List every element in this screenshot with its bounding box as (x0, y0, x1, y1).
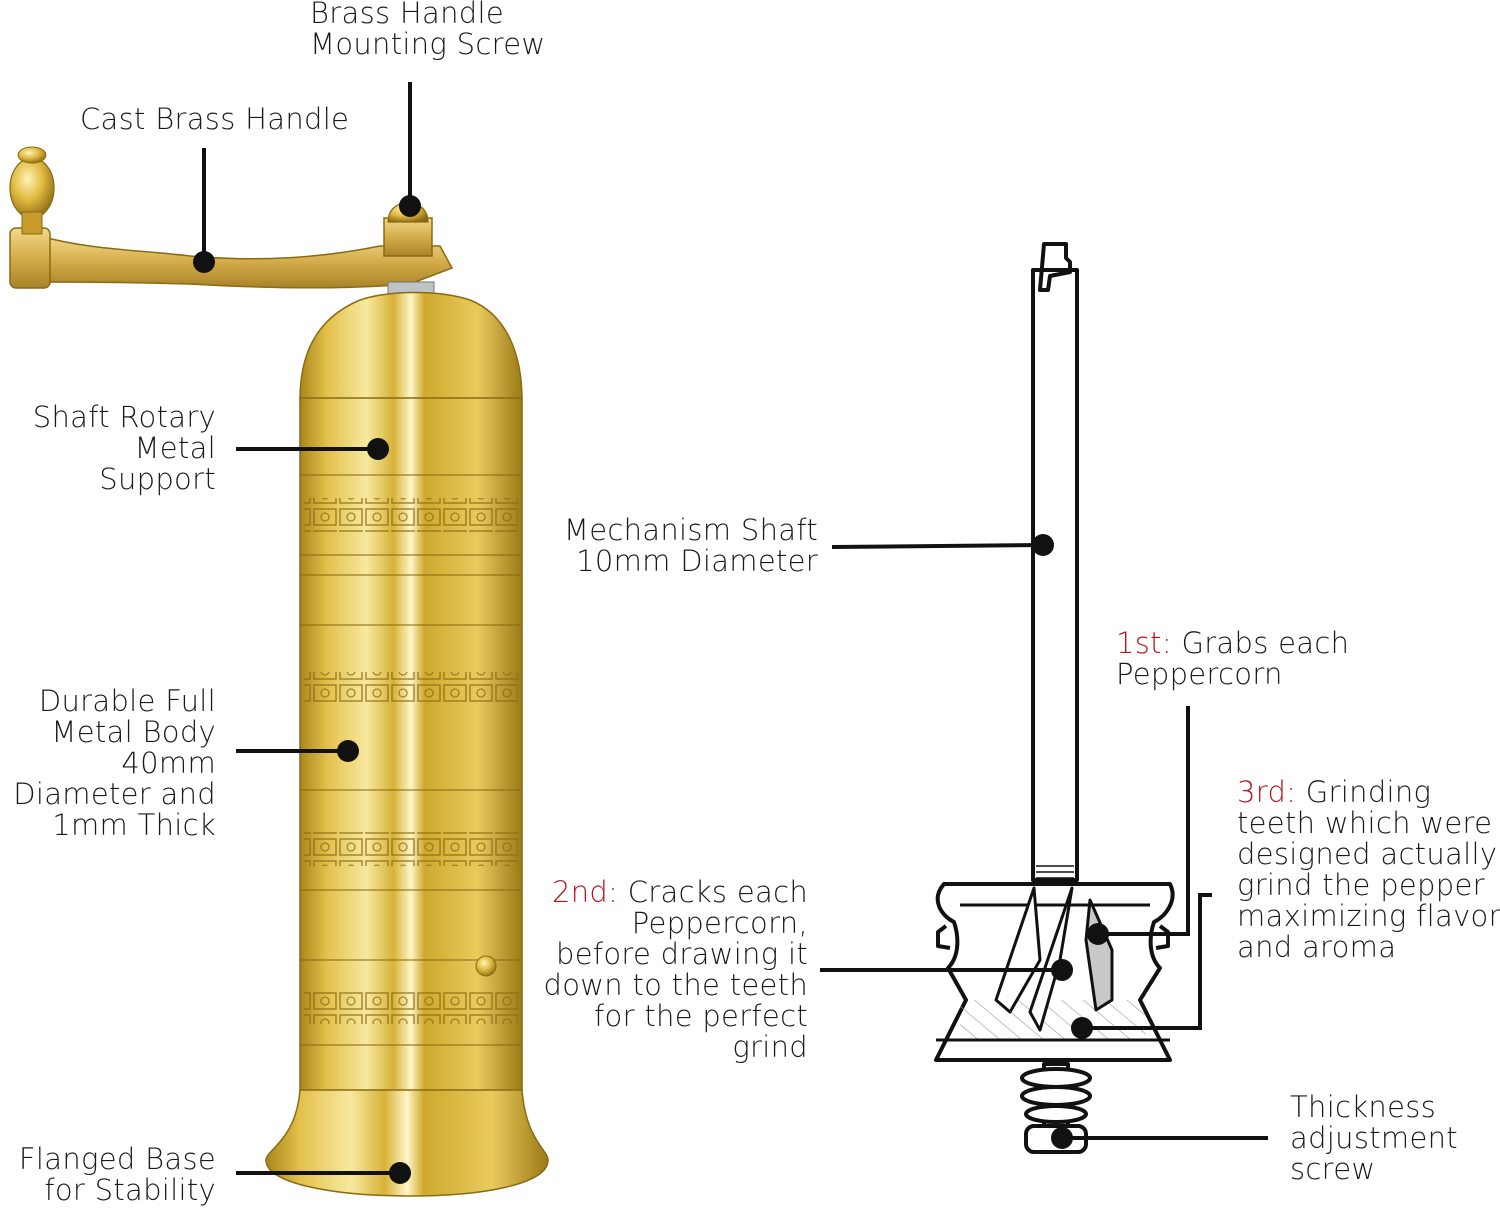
label-line: down to the teeth (543, 968, 808, 1002)
label-line: Peppercorn (1116, 657, 1283, 691)
label-line: for Stability (44, 1173, 216, 1207)
label-line: 1st: Grabs each (1116, 628, 1349, 659)
label-line: Thickness (1290, 1090, 1437, 1124)
label-line: 10mm Diameter (576, 544, 818, 578)
handle-knob-shape (9, 157, 55, 219)
label-line: designed actually (1237, 837, 1498, 871)
ordinal-third: 3rd: (1237, 775, 1297, 809)
label-line: adjustment (1290, 1121, 1458, 1155)
label-line: teeth which were (1237, 806, 1493, 840)
label-line: 1mm Thick (52, 808, 216, 842)
label-line: Support (99, 462, 216, 496)
label-second-stage: 2nd: Cracks each Peppercorn, before draw… (543, 877, 808, 1063)
mechanism-illustration (934, 242, 1175, 1154)
label-line: Mounting Screw (310, 27, 546, 61)
label-shaft-support: Shaft Rotary Metal Support (33, 402, 216, 495)
mechanism-shaft-shape (1031, 268, 1079, 882)
label-line: Diameter and (13, 777, 216, 811)
cast-brass-handle-shape (13, 235, 454, 289)
label-line: grind (732, 1030, 808, 1064)
leader-dots (193, 195, 1109, 1184)
label-line: Peppercorn, (631, 906, 808, 940)
brass-grinder-illustration (9, 146, 549, 1197)
label-line: Metal Body (51, 715, 216, 749)
label-text: Grabs each (1181, 626, 1350, 660)
label-line: Brass Handle (310, 0, 504, 30)
label-first-stage: 1st: Grabs each Peppercorn (1116, 628, 1349, 690)
label-line: Metal (134, 431, 216, 465)
label-text: Cracks each (627, 875, 808, 909)
label-base: Flanged Base for Stability (19, 1144, 216, 1206)
label-line: for the perfect (594, 999, 808, 1033)
label-mounting-screw: Brass Handle Mounting Screw (310, 0, 545, 60)
label-text: Grinding (1305, 775, 1432, 809)
label-line: Shaft Rotary (32, 400, 216, 434)
label-line: and aroma (1237, 930, 1397, 964)
label-line: screw (1290, 1152, 1376, 1186)
ordinal-first: 1st: (1116, 626, 1172, 660)
grinder-dome-shape (299, 291, 523, 401)
label-line: maximizing flavor (1237, 899, 1500, 933)
label-line: Mechanism Shaft (563, 513, 818, 547)
flanged-base-shape (265, 1089, 549, 1197)
label-line: Flanged Base (18, 1142, 216, 1176)
label-line: 3rd: Grinding (1237, 777, 1500, 808)
label-line: 40mm (121, 746, 216, 780)
label-thickness-screw: Thickness adjustment screw (1290, 1092, 1458, 1185)
label-line: Cast Brass Handle (80, 102, 350, 136)
label-cast-handle: Cast Brass Handle (80, 104, 349, 135)
label-line: grind the pepper (1237, 868, 1485, 902)
label-line: before drawing it (556, 937, 808, 971)
label-line: 2nd: Cracks each (543, 877, 808, 908)
label-body: Durable Full Metal Body 40mm Diameter an… (13, 686, 216, 841)
label-third-stage: 3rd: Grinding teeth which were designed … (1237, 777, 1500, 963)
leader-lines (202, 82, 1268, 1175)
label-line: Durable Full (38, 684, 216, 718)
ordinal-second: 2nd: (552, 875, 619, 909)
label-mechanism-shaft: Mechanism Shaft 10mm Diameter (564, 515, 818, 577)
